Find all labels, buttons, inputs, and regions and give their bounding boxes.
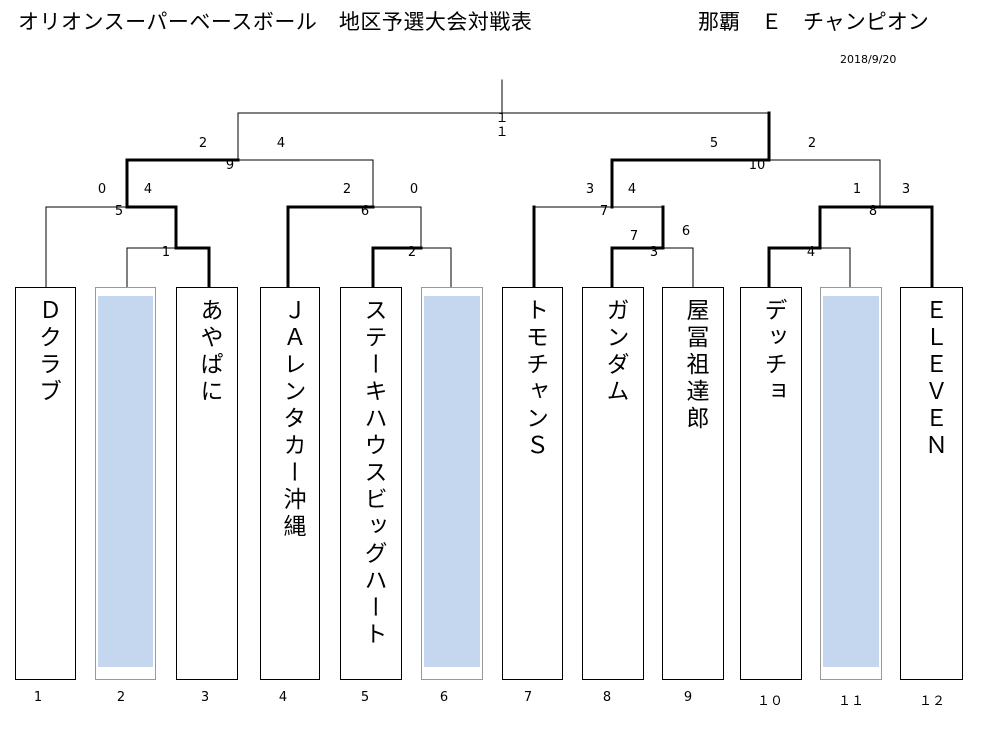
seed-number: 1 [33,690,43,705]
seed-number: 9 [683,690,693,705]
bye-fill [823,296,879,667]
bye-slot [95,287,156,680]
page-title: オリオンスーパーベースボール 地区予選大会対戦表 [18,10,533,34]
bye-slot [820,287,882,680]
team-name: トモチャンＳ [521,298,548,460]
match-number: 9 [225,158,235,173]
team-name: あやぱに [196,298,222,406]
seed-number: １０ [756,694,783,709]
bye-slot [421,287,483,680]
seed-number: １１ [837,694,864,709]
team-box: デッチョ [740,287,802,680]
match-number: 8 [868,204,878,219]
team-box: ＪＡレンタカー沖縄 [260,287,320,680]
seed-number: １２ [918,694,945,709]
right-score: 3 [901,182,911,197]
team-name: 屋冨祖達郎 [682,298,708,433]
match-number: 10 [748,158,766,173]
left-score: 1 [852,182,862,197]
team-box: あやぱに [176,287,238,680]
team-name: ステーキハウスビッグハート [360,298,386,649]
right-score: 2 [807,136,817,151]
match-number: 7 [599,204,609,219]
match-number: 4 [806,245,816,260]
right-score: 4 [627,182,637,197]
match-number: 1 [161,245,171,260]
seed-number: 7 [523,690,533,705]
right-score: 0 [409,182,419,197]
right-score: 4 [276,136,286,151]
team-name: Ｄクラブ [34,298,61,406]
bye-fill [424,296,480,667]
left-score: 2 [198,136,208,151]
match-number: １１ [495,111,509,140]
score-label: 7 [629,229,639,244]
team-box: Ｄクラブ [15,287,76,680]
bracket-date: 2018/9/20 [840,53,897,66]
tournament-subtitle: 那覇 Ｅ チャンピオン [698,10,929,34]
seed-number: 2 [116,690,126,705]
team-box: トモチャンＳ [502,287,563,680]
team-box: ＥＬＥＶＥＮ [900,287,963,680]
left-score: 3 [585,182,595,197]
right-score: 4 [143,182,153,197]
left-score: 0 [97,182,107,197]
team-name: ＪＡレンタカー沖縄 [279,298,305,541]
team-box: ガンダム [582,287,644,680]
match-number: 2 [407,245,417,260]
seed-number: 5 [360,690,370,705]
seed-number: 6 [439,690,449,705]
team-box: 屋冨祖達郎 [662,287,724,680]
left-score: 5 [709,136,719,151]
match-number: 5 [114,204,124,219]
left-score: 2 [342,182,352,197]
team-name: デッチョ [760,298,786,406]
seed-number: 8 [602,690,612,705]
right-score: 6 [681,224,691,239]
seed-number: 4 [278,690,288,705]
seed-number: 3 [200,690,210,705]
team-name: ＥＬＥＶＥＮ [920,298,947,460]
match-number: 6 [360,204,370,219]
bye-fill [98,296,153,667]
match-number: 3 [649,245,659,260]
team-box: ステーキハウスビッグハート [340,287,402,680]
team-name: ガンダム [602,298,628,406]
